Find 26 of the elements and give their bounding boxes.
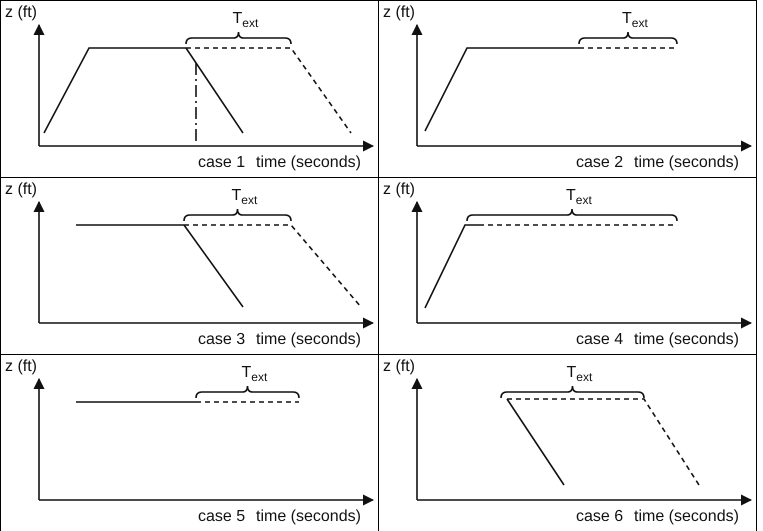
case-label: case 3	[198, 331, 246, 349]
axis-label: z (ft)	[383, 181, 415, 199]
axis-label: time (seconds)	[634, 508, 739, 526]
axis-label: z (ft)	[5, 358, 37, 376]
case-label: case 5	[198, 508, 246, 526]
case-label: case 4	[576, 331, 624, 349]
axis-label: z (ft)	[5, 4, 37, 22]
brace-label: T$_{ext}$	[566, 364, 592, 386]
axis-label: time (seconds)	[634, 331, 739, 349]
brace-label: T$_{ext}$	[622, 10, 648, 32]
case-label: case 2	[576, 154, 624, 172]
case-label: case 1	[198, 154, 246, 172]
plot-panel	[378, 0, 757, 178]
axis-label: z (ft)	[383, 4, 415, 22]
brace-label: T$_{ext}$	[566, 187, 592, 210]
axis-label: time (seconds)	[256, 508, 361, 526]
case-label: case 6	[576, 508, 624, 526]
plot-panel	[0, 0, 379, 178]
brace-label: T$_{ext}$	[232, 10, 258, 32]
brace-label: T$_{ext}$	[242, 364, 268, 386]
axis-label: time (seconds)	[634, 154, 739, 172]
axis-label: z (ft)	[383, 358, 415, 376]
axis-label: time (seconds)	[256, 154, 361, 172]
axis-label: time (seconds)	[256, 331, 361, 349]
axis-label: z (ft)	[5, 181, 37, 199]
brace-label: T$_{ext}$	[232, 187, 258, 210]
